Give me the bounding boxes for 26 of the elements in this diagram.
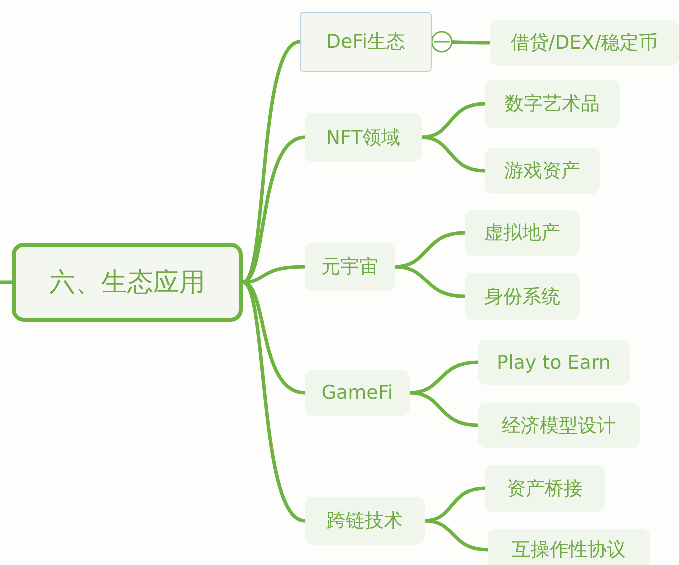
branch-line bbox=[431, 31, 490, 53]
central-topic-box: 六、生态应用 bbox=[12, 243, 243, 322]
branch-line bbox=[242, 281, 306, 523]
branch-line bbox=[422, 136, 486, 173]
topic-box: 资产桥接 bbox=[485, 465, 605, 512]
branch-line bbox=[410, 391, 478, 428]
topic-box: 虚拟地产 bbox=[465, 210, 580, 256]
branch-line bbox=[0, 280, 12, 284]
branch-line bbox=[394, 265, 466, 298]
topic-box: 元宇宙 bbox=[305, 243, 395, 291]
topic-box: 身份系统 bbox=[465, 273, 580, 320]
topic-box: 游戏资产 bbox=[485, 148, 600, 194]
topic-box: GameFi bbox=[305, 370, 410, 416]
topic-box: 数字艺术品 bbox=[485, 80, 620, 128]
topic-box: Play to Earn bbox=[478, 340, 630, 385]
branch-line bbox=[394, 231, 466, 269]
branch-line bbox=[410, 360, 478, 395]
topic-box: 跨链技术 bbox=[305, 497, 425, 545]
topic-box: 借贷/DEX/稳定币 bbox=[490, 20, 679, 66]
branch-line bbox=[424, 519, 488, 552]
topic-box: 互操作性协议 bbox=[488, 529, 650, 565]
topic-box: 经济模型设计 bbox=[478, 403, 640, 448]
branch-line bbox=[424, 486, 486, 523]
topic-box: NFT领域 bbox=[305, 113, 422, 162]
topic-box: DeFi生态 bbox=[300, 12, 432, 72]
branch-line bbox=[422, 102, 486, 140]
